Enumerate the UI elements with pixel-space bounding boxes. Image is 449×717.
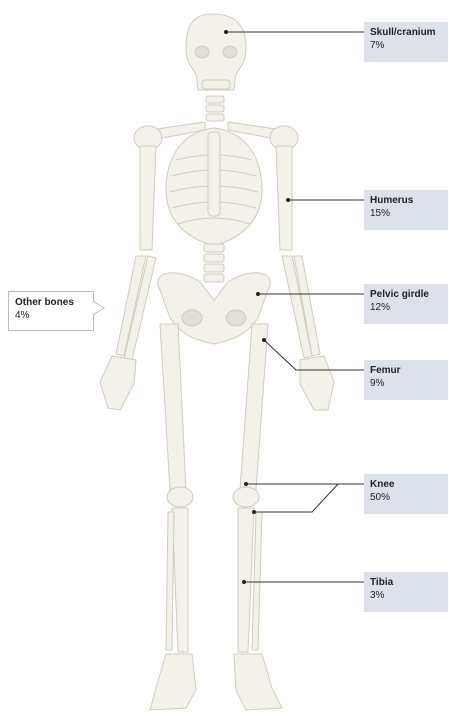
label-femur-name: Femur bbox=[370, 364, 442, 377]
label-skull: Skull/cranium 7% bbox=[364, 22, 448, 62]
label-humerus: Humerus 15% bbox=[364, 190, 448, 230]
other-bones-callout: Other bones 4% bbox=[8, 291, 94, 331]
label-pelvic-girdle: Pelvic girdle 12% bbox=[364, 284, 448, 324]
label-tibia-pct: 3% bbox=[370, 589, 442, 602]
label-knee: Knee 50% bbox=[364, 474, 448, 514]
label-pelvic-girdle-pct: 12% bbox=[370, 301, 442, 314]
label-pelvic-girdle-name: Pelvic girdle bbox=[370, 288, 442, 301]
skeleton-bones bbox=[100, 14, 334, 710]
other-bones-name: Other bones bbox=[15, 296, 87, 309]
label-tibia-name: Tibia bbox=[370, 576, 442, 589]
label-skull-name: Skull/cranium bbox=[370, 26, 442, 39]
label-humerus-pct: 15% bbox=[370, 207, 442, 220]
label-knee-pct: 50% bbox=[370, 491, 442, 504]
callout-pointer bbox=[92, 300, 112, 320]
other-bones-pct: 4% bbox=[15, 310, 29, 321]
label-knee-name: Knee bbox=[370, 478, 442, 491]
label-tibia: Tibia 3% bbox=[364, 572, 448, 612]
label-skull-pct: 7% bbox=[370, 39, 442, 52]
label-femur-pct: 9% bbox=[370, 377, 442, 390]
label-humerus-name: Humerus bbox=[370, 194, 442, 207]
label-femur: Femur 9% bbox=[364, 360, 448, 400]
